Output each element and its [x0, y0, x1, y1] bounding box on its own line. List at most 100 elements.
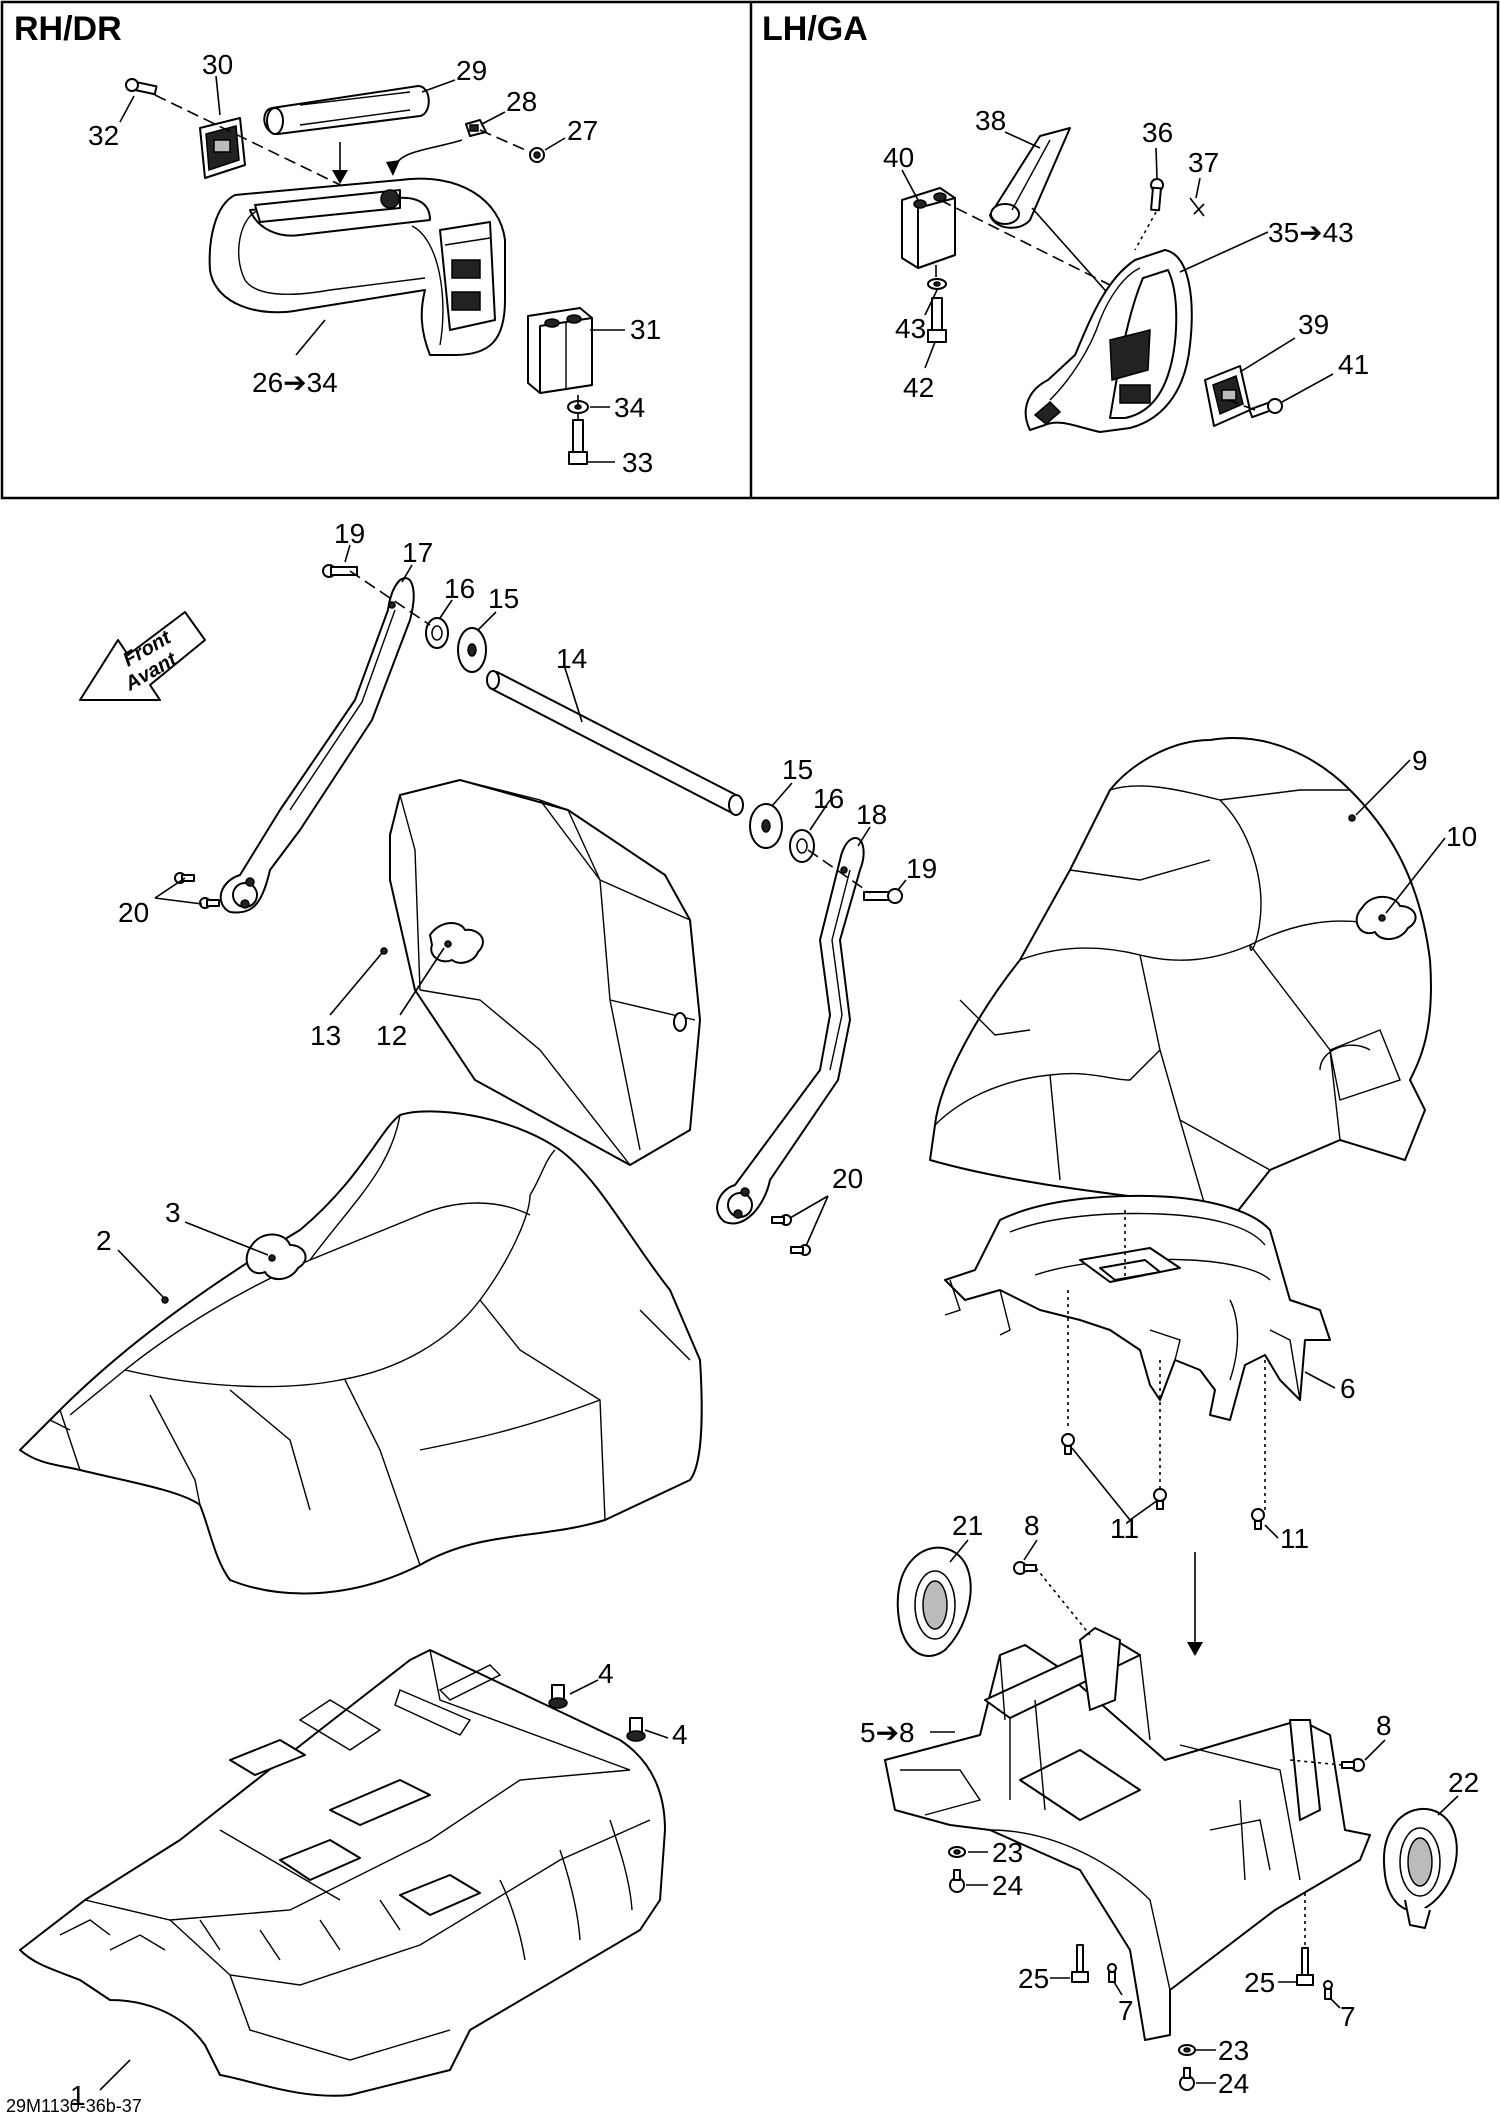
screw-7-left	[1107, 1963, 1117, 1983]
seat-cover-2	[19, 1110, 703, 1595]
top-panels: RH/DR LH/GA	[0, 0, 1500, 500]
callout-20-left: 20	[118, 897, 149, 928]
rh-grab-handle-assembly	[125, 78, 593, 465]
callout-31: 31	[630, 314, 661, 345]
screws-11	[1061, 1433, 1265, 1530]
nut-28	[465, 119, 487, 137]
washer-16-left	[425, 617, 449, 649]
bolt-25-right	[1296, 1947, 1314, 1986]
screw-41	[1248, 398, 1283, 419]
washer-23-upper	[948, 1846, 966, 1858]
callout-3: 3	[165, 1197, 181, 1228]
callout-35: 35➔43	[1268, 217, 1354, 248]
screws-4	[548, 1684, 646, 1742]
callout-26: 26➔34	[252, 367, 338, 398]
callout-13: 13	[310, 1020, 341, 1051]
bracket-40	[901, 187, 956, 269]
screws-8	[1013, 1561, 1365, 1772]
callout-24-lower: 24	[1218, 2068, 1249, 2099]
washer-16-right	[789, 829, 815, 863]
cover-22	[1382, 1807, 1458, 1929]
callout-8-upper: 8	[1024, 1510, 1040, 1541]
cap-39	[1204, 365, 1251, 427]
panel-title-lh: LH/GA	[762, 10, 868, 48]
bolt-42	[927, 297, 947, 343]
callout-15-right: 15	[782, 754, 813, 785]
screw-32	[125, 78, 158, 96]
arm-18	[716, 837, 865, 1225]
bolt-24-upper	[949, 1869, 965, 1893]
callout-41: 41	[1338, 349, 1369, 380]
grip-38	[989, 127, 1071, 229]
callout-22: 22	[1448, 1767, 1479, 1798]
callout-2: 2	[96, 1225, 112, 1256]
washer-15-left	[457, 627, 487, 673]
callout-18: 18	[856, 799, 887, 830]
callout-32: 32	[88, 120, 119, 151]
callout-24-upper: 24	[992, 1870, 1023, 1901]
cover-21	[896, 1546, 972, 1657]
bolt-25-left	[1071, 1944, 1089, 1983]
callout-27: 27	[567, 115, 598, 146]
screw-19-right	[863, 888, 903, 904]
callout-39: 39	[1298, 309, 1329, 340]
callout-19-right: 19	[906, 853, 937, 884]
screws-20-right	[771, 1214, 811, 1256]
callout-34-rh: 34	[614, 392, 645, 423]
callout-4-lower: 4	[672, 1719, 688, 1750]
callout-36: 36	[1142, 117, 1173, 148]
callout-23-lower: 23	[1218, 2035, 1249, 2066]
passenger-seat-9	[929, 737, 1432, 1261]
callout-29: 29	[456, 55, 487, 86]
backrest-13	[380, 779, 701, 1166]
screw-19-left	[322, 564, 358, 578]
callout-33: 33	[622, 447, 653, 478]
callout-30: 30	[202, 49, 233, 80]
callout-28: 28	[506, 86, 537, 117]
callout-11-left: 11	[1110, 1513, 1139, 1544]
washer-15-right	[749, 803, 783, 849]
callout-43-lh: 43	[895, 313, 926, 344]
callout-16-left: 16	[444, 573, 475, 604]
callout-42: 42	[903, 372, 934, 403]
callout-21: 21	[952, 1510, 983, 1541]
frame-5	[884, 1627, 1371, 2041]
callout-12: 12	[376, 1020, 407, 1051]
support-6	[944, 1194, 1331, 1421]
main-callouts: 19 17 16 15 14 15 16 18 19 20 20 13 12	[70, 518, 1479, 2111]
callout-8-right: 8	[1376, 1710, 1392, 1741]
seat-base-1	[19, 1649, 666, 2097]
grip-29	[263, 85, 430, 135]
callout-6: 6	[1340, 1373, 1356, 1404]
rh-callouts: 30 32 29 28 27 31 34 33 26➔34	[88, 49, 661, 478]
callout-16-right: 16	[813, 783, 844, 814]
callout-37: 37	[1188, 147, 1219, 178]
screw-36	[1150, 178, 1164, 212]
callout-38: 38	[975, 105, 1006, 136]
backrest-hardware	[174, 564, 903, 1256]
callout-10: 10	[1446, 821, 1477, 852]
bolt-24-lower	[1179, 2067, 1195, 2091]
washer-23-lower	[1178, 2044, 1196, 2056]
pin-37	[1189, 197, 1205, 217]
callout-40: 40	[883, 142, 914, 173]
arm-17	[219, 577, 415, 914]
lh-grab-handle-assembly	[901, 127, 1283, 433]
screw-7-right	[1323, 1980, 1333, 2000]
callout-4-upper: 4	[598, 1658, 614, 1689]
callout-11-right: 11	[1280, 1523, 1309, 1554]
shaft-14	[486, 670, 744, 816]
callout-20-right: 20	[832, 1163, 863, 1194]
callout-19-left: 19	[334, 518, 365, 549]
callout-9: 9	[1412, 745, 1428, 776]
callout-17: 17	[402, 537, 433, 568]
panel-title-rh: RH/DR	[14, 10, 122, 48]
callout-23-upper: 23	[992, 1837, 1023, 1868]
nut-27	[529, 147, 545, 163]
bracket-31	[527, 307, 593, 394]
callout-7-left: 7	[1118, 1995, 1134, 2026]
callout-14: 14	[556, 643, 587, 674]
callout-25-left: 25	[1018, 1963, 1049, 1994]
callout-1: 1	[70, 2080, 86, 2111]
